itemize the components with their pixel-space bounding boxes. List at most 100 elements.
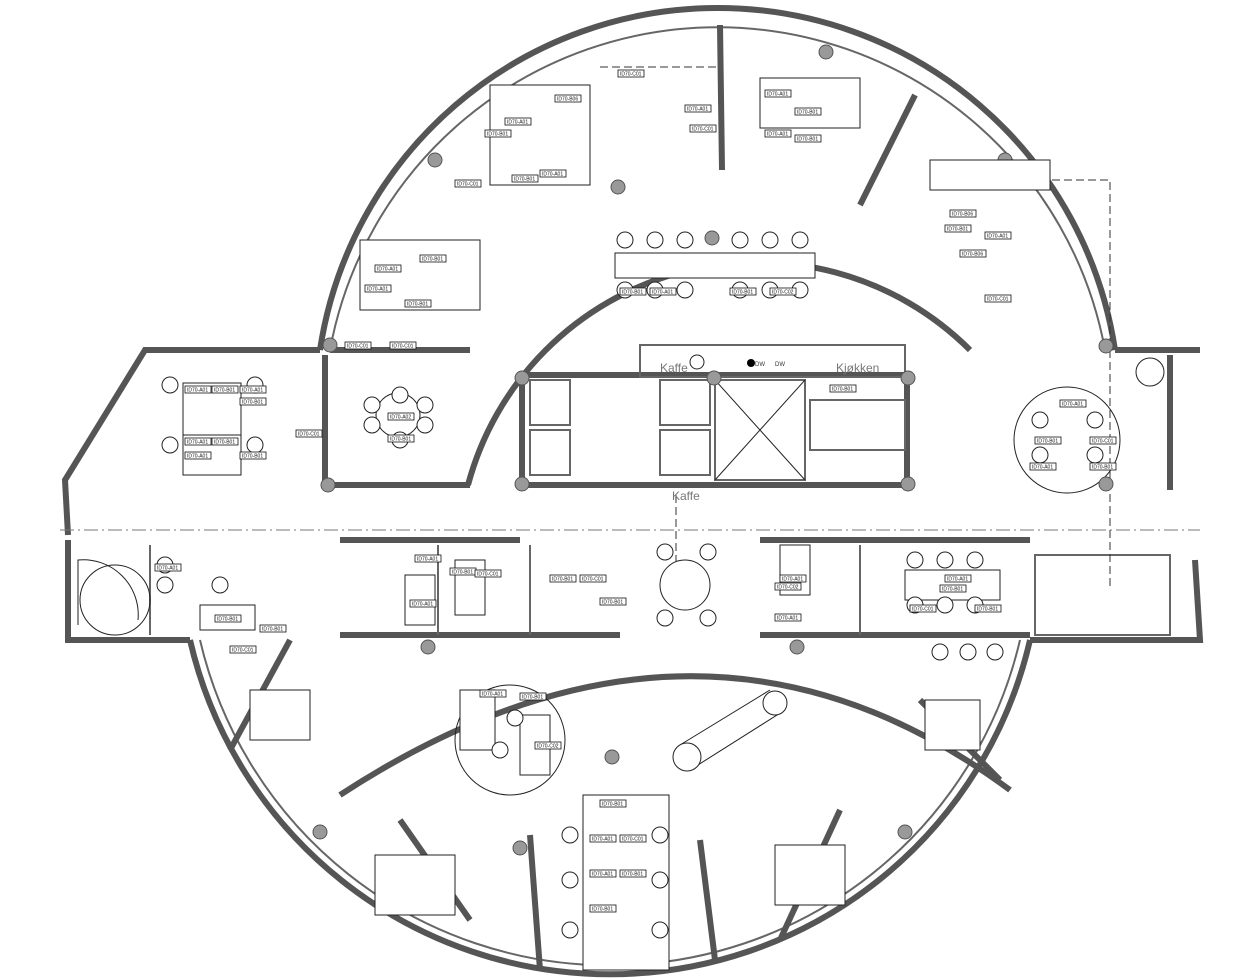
elevator-shaft [714, 379, 806, 481]
desk-tag-box [554, 94, 582, 103]
desk-tag: ID70-A01 [187, 454, 208, 460]
desk-tag-box [829, 384, 857, 393]
desk-tag-box [259, 624, 287, 633]
desk-tag: ID70-C01 [392, 344, 414, 350]
desk-tag: ID70-A01 [1062, 402, 1083, 408]
desk-tag: ID70-A01 [417, 557, 438, 563]
radial-wall [527, 834, 543, 971]
column [604, 749, 620, 765]
desk-tag: ID70-B01 [552, 577, 573, 583]
desk-tag: ID70-B01 [407, 302, 428, 308]
desk-tag-box [984, 231, 1012, 240]
chair [651, 826, 669, 844]
desk-tag: ID70-C01 [1092, 439, 1114, 445]
desk-tag: ID70-B01 [422, 257, 443, 263]
desk-tag: ID70-B01 [487, 132, 508, 138]
column [900, 370, 916, 386]
plant [672, 742, 702, 772]
desk-tag: ID70-B01 [1092, 465, 1113, 471]
desk-tag: ID70-A01 [592, 872, 613, 878]
desk-tag-box [409, 599, 437, 608]
east-wall-south [1030, 559, 1204, 643]
desk-tag-box [154, 563, 182, 572]
shaft [809, 399, 906, 451]
desk-tag-box [589, 869, 617, 878]
desk-tag: ID70-B01 [732, 290, 753, 296]
desk-tag-box [479, 689, 507, 698]
column [706, 370, 722, 386]
chair [699, 543, 717, 561]
chair [1086, 411, 1104, 429]
desk-tag: ID70-B01 [622, 290, 643, 296]
chair [1031, 411, 1049, 429]
desk-tag-box [539, 169, 567, 178]
chair [363, 416, 381, 434]
desk-tag: ID70-A01 [767, 92, 788, 98]
desk-tag-box [599, 597, 627, 606]
sofa [679, 689, 786, 771]
chair [651, 921, 669, 939]
desk-tag-box [729, 287, 757, 296]
desk-tag: ID70-A01 [1032, 465, 1053, 471]
chair [791, 231, 809, 249]
elevator-x [714, 379, 806, 481]
desk-tag: ID70-C01 [232, 648, 254, 654]
wc [659, 429, 711, 476]
desk-tag-box [764, 89, 792, 98]
chair [966, 551, 984, 569]
desk-tag: ID70-B01 [242, 454, 263, 460]
desk-tag-box [1089, 462, 1117, 471]
desk-tag-box [211, 437, 239, 446]
desk-tag-box [387, 434, 415, 443]
plant [1135, 357, 1165, 387]
chair [676, 281, 694, 299]
desk-tag-box [959, 249, 987, 258]
desk-tag: ID70-B01 [262, 627, 283, 633]
desk-tag-box [619, 869, 647, 878]
desk-tag: ID70-A01 [187, 388, 208, 394]
desk-tag: ID70-B01 [514, 177, 535, 183]
chair [936, 551, 954, 569]
desk-tag-box [794, 134, 822, 143]
wc [529, 379, 571, 426]
desk-tag: ID70-A01 [767, 132, 788, 138]
desk-tag-box [534, 741, 562, 750]
desk-tag: ID70-B06 [952, 212, 973, 218]
desk-tag: ID70-A01 [367, 287, 388, 293]
chair [1086, 446, 1104, 464]
outer-wall-south [187, 639, 1033, 978]
desk-tag: ID70-A01 [187, 440, 208, 446]
label-coffee: Kaffe [660, 361, 688, 375]
label-kitchen: Kjøkken [836, 361, 879, 375]
chair [936, 596, 954, 614]
column [514, 370, 530, 386]
chair [506, 709, 524, 727]
desk-tag: ID70-B01 [602, 600, 623, 606]
desk-tag: ID70-B01 [214, 440, 235, 446]
chair [986, 643, 1004, 661]
desk-tag-box [619, 834, 647, 843]
desk-tag: ID70-A01 [157, 566, 178, 572]
desk-tag-box [1029, 462, 1057, 471]
desk-tag: ID70-B01 [947, 227, 968, 233]
desk-tag-box [229, 645, 257, 654]
chair [906, 551, 924, 569]
meeting-zone [1013, 386, 1121, 494]
desk-tag: ID70-A01 [377, 267, 398, 273]
desk-tag-box [474, 569, 502, 578]
desk-tag-box [794, 107, 822, 116]
chair [731, 231, 749, 249]
stair-wall [65, 540, 190, 643]
label-dishwasher: DW [755, 362, 765, 368]
desk [374, 854, 456, 916]
column [789, 639, 805, 655]
desk [759, 77, 861, 129]
desk-tag: ID70-A01 [987, 234, 1008, 240]
chair [491, 741, 509, 759]
desk-tag-box [579, 574, 607, 583]
desk-tag: ID70-A01 [592, 837, 613, 843]
desk-tag-box [239, 385, 267, 394]
desk [929, 159, 1051, 191]
desk-tag: ID70-B01 [522, 695, 543, 701]
